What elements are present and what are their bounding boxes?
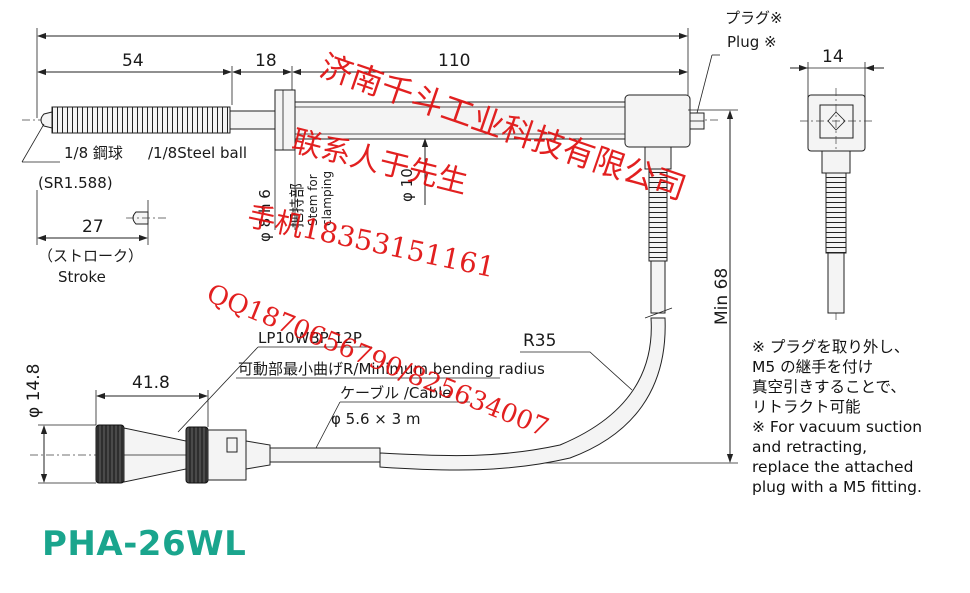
dim-phi-8h6: φ 8 h 6 bbox=[256, 189, 274, 242]
note-line: ※ For vacuum suction bbox=[752, 418, 923, 436]
vacuum-note: ※ プラグを取り外し、 M5 の継手を付け 真空引きすることで、 リトラクト可能… bbox=[752, 337, 967, 497]
stroke-en: Stroke bbox=[58, 268, 106, 286]
stroke-jp: （ストローク） bbox=[38, 247, 143, 265]
side-view bbox=[790, 62, 884, 320]
note-line: M5 の継手を付け bbox=[752, 358, 874, 376]
dim-phi-10: φ 10 bbox=[398, 168, 416, 202]
cable-label: ケーブル /Cable bbox=[340, 384, 452, 402]
dim-r35: R35 bbox=[523, 331, 556, 351]
watermark-line3: 手机18353151161 bbox=[245, 200, 498, 285]
dim-54: 54 bbox=[122, 51, 144, 71]
note-line: ※ プラグを取り外し、 bbox=[752, 338, 910, 356]
stem-jp: 把持部 bbox=[288, 183, 306, 228]
body-tube bbox=[294, 101, 626, 140]
cable-size: φ 5.6 × 3 m bbox=[331, 410, 421, 428]
dim-18: 18 bbox=[255, 51, 277, 71]
probe-assembly bbox=[22, 89, 720, 319]
bend-radius-label: 可動部最小曲げR/Minimum bending radius bbox=[238, 360, 545, 378]
tip-detail bbox=[132, 211, 149, 225]
dim-41-8: 41.8 bbox=[132, 373, 170, 393]
stem-en1: Stem for bbox=[306, 174, 320, 226]
plug-label-jp: プラグ※ bbox=[725, 9, 783, 27]
head-block bbox=[624, 94, 691, 148]
dim-phi-14-8: φ 14.8 bbox=[24, 364, 44, 418]
steel-ball-en: /1/8Steel ball bbox=[148, 144, 247, 162]
stem-en2: clamping bbox=[320, 171, 334, 226]
note-line: replace the attached bbox=[752, 458, 914, 476]
note-line: plug with a M5 fitting. bbox=[752, 478, 922, 496]
steel-ball-jp: 1/8 鋼球 bbox=[64, 144, 123, 162]
cable-curve bbox=[379, 317, 666, 471]
dim-14: 14 bbox=[822, 47, 844, 67]
dim-27: 27 bbox=[82, 217, 104, 237]
model-name: PHA-26WL bbox=[42, 524, 247, 564]
cable-segment bbox=[650, 260, 666, 314]
note-line: 真空引きすることで、 bbox=[752, 378, 906, 396]
top-dimension-lines bbox=[36, 28, 689, 118]
shaft bbox=[229, 110, 276, 130]
bellows-boot bbox=[51, 106, 231, 134]
note-line: リトラクト可能 bbox=[752, 398, 861, 416]
sr-label: (SR1.588) bbox=[38, 174, 113, 192]
dim-min-68: Min 68 bbox=[712, 268, 732, 325]
plug-label-en: Plug ※ bbox=[727, 33, 777, 51]
note-line: and retracting, bbox=[752, 438, 868, 456]
connector-label: LP10WBP-12P bbox=[258, 329, 362, 347]
dim-110: 110 bbox=[438, 51, 470, 71]
connector-assembly bbox=[30, 424, 381, 484]
